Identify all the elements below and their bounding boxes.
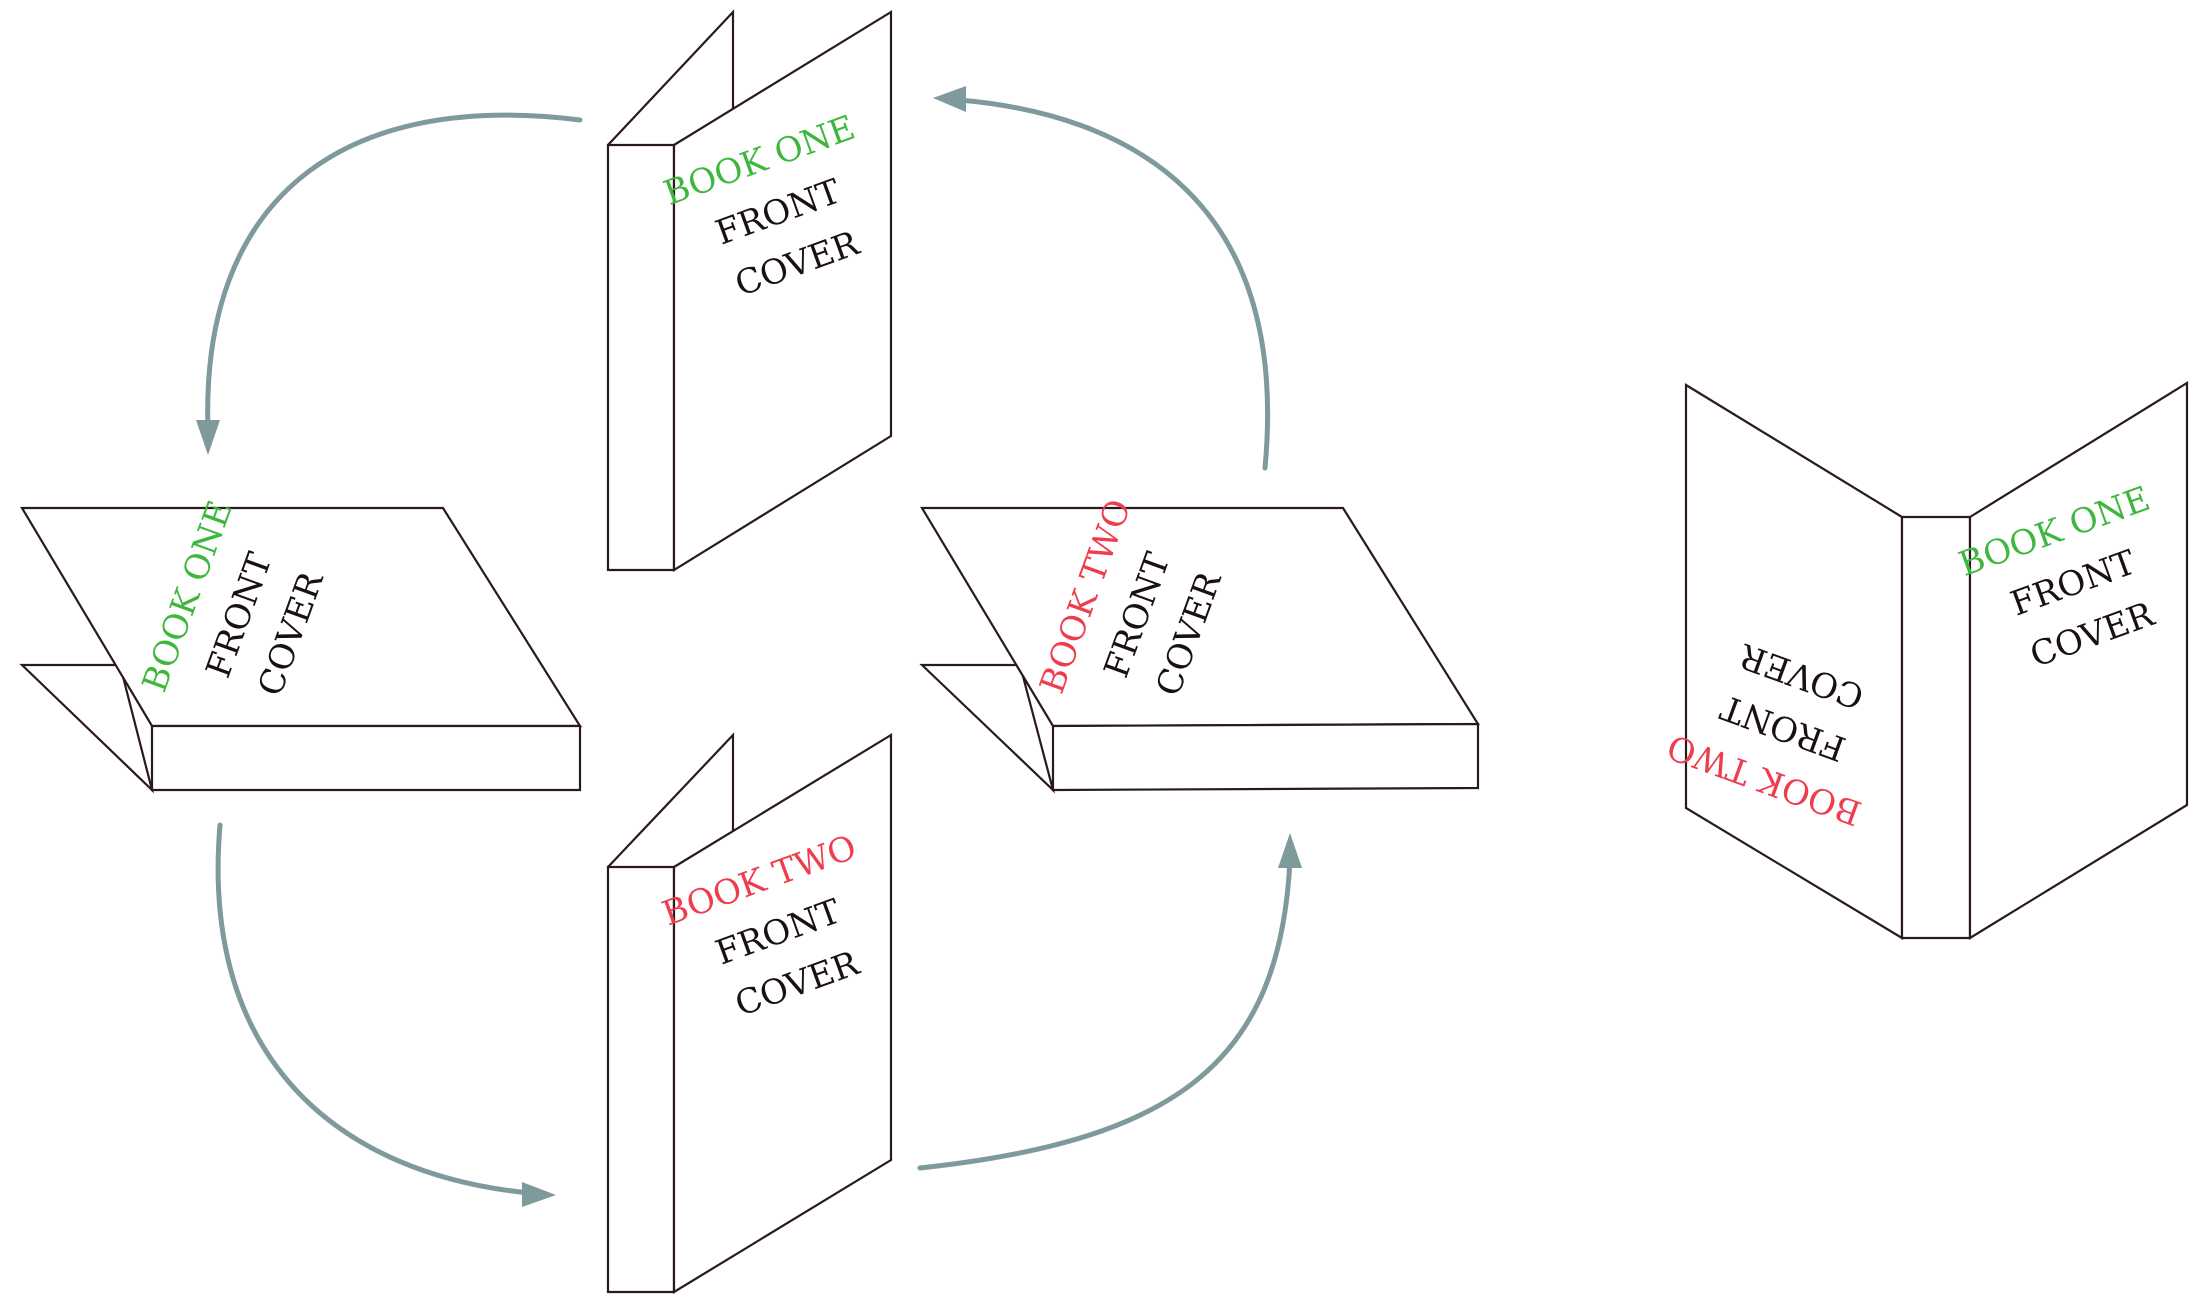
pair-right-cover (1968, 381, 2189, 940)
book-left-back-cover (19, 663, 155, 794)
book-left-spine (150, 724, 582, 792)
arrow-right-to-top (933, 86, 1271, 471)
book-left: BOOK ONE FRONT COVER (19, 496, 582, 794)
arrow-left-to-bottom (215, 822, 556, 1207)
book-bottom: BOOK TWO FRONT COVER (606, 732, 893, 1294)
book-right: BOOK TWO FRONT COVER (919, 494, 1480, 794)
book-top: BOOK ONE FRONT COVER (606, 9, 893, 572)
arrow-bottom-to-right (917, 833, 1302, 1171)
book-bottom-spine (606, 865, 676, 1294)
pair-spine (1900, 515, 1972, 940)
book-top-front-cover (672, 10, 893, 572)
book-bottom-front-cover (672, 733, 893, 1294)
rotation-arrows (196, 86, 1302, 1207)
book-right-spine (1051, 722, 1480, 792)
book-pair-open: BOOK ONE FRONT COVER BOOK TWO FRONT COVE… (1662, 381, 2189, 940)
book-top-spine (606, 143, 676, 572)
arrow-top-to-left (196, 112, 583, 455)
book-right-back-cover (919, 663, 1056, 794)
